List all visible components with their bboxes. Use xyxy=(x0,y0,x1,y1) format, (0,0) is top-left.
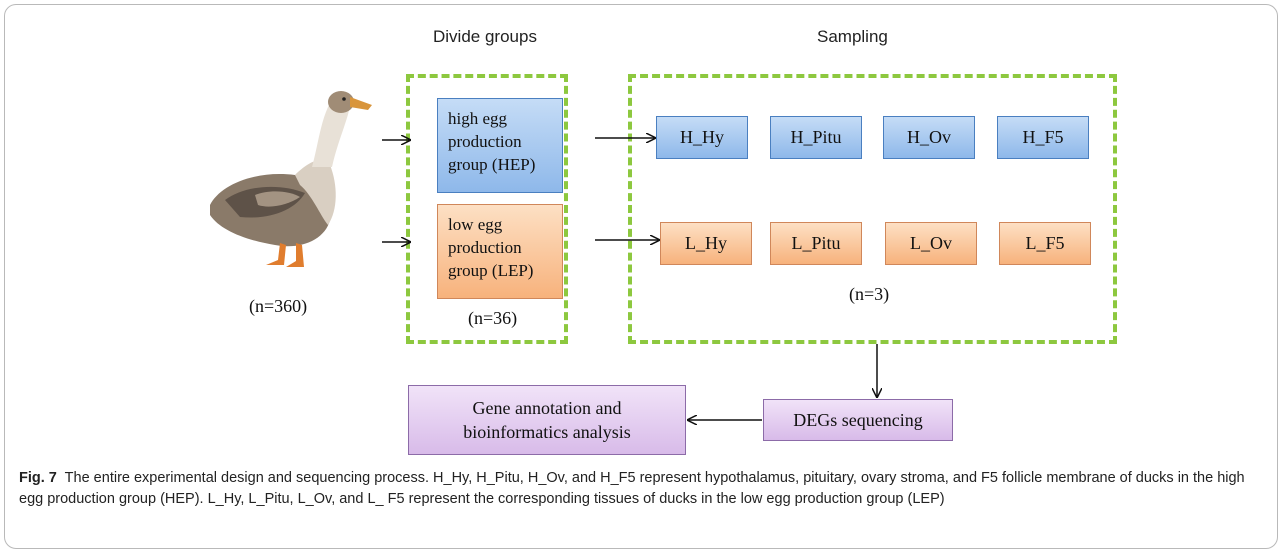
figure-caption: Fig. 7 The entire experimental design an… xyxy=(19,468,1264,510)
count-group: (n=36) xyxy=(468,308,518,328)
figure-frame xyxy=(4,4,1278,549)
tissue-h-f5: H_F5 xyxy=(997,116,1089,159)
gene-annotation-box: Gene annotation and bioinformatics analy… xyxy=(408,385,686,455)
high-egg-group-box: high egg production group (HEP) xyxy=(437,98,563,193)
count-total: (n=360) xyxy=(249,296,308,316)
tissue-l-pitu: L_Pitu xyxy=(770,222,862,265)
duck-illustration xyxy=(210,91,372,267)
header-divide-groups: Divide groups xyxy=(433,27,537,46)
caption-label: Fig. 7 xyxy=(19,470,57,486)
low-egg-group-box: low egg production group (LEP) xyxy=(437,204,563,299)
tissue-h-ov: H_Ov xyxy=(883,116,975,159)
tissue-l-hy: L_Hy xyxy=(660,222,752,265)
tissue-h-pitu: H_Pitu xyxy=(770,116,862,159)
tissue-h-hy: H_Hy xyxy=(656,116,748,159)
tissue-l-ov: L_Ov xyxy=(885,222,977,265)
tissue-l-f5: L_F5 xyxy=(999,222,1091,265)
gene-annotation-label: Gene annotation and bioinformatics analy… xyxy=(463,398,631,442)
divide-groups-container xyxy=(406,74,568,344)
sampling-container xyxy=(628,74,1117,344)
count-sample: (n=3) xyxy=(849,284,890,304)
caption-text: The entire experimental design and seque… xyxy=(19,470,1245,507)
header-sampling: Sampling xyxy=(817,27,888,46)
degs-sequencing-box: DEGs sequencing xyxy=(763,399,953,441)
